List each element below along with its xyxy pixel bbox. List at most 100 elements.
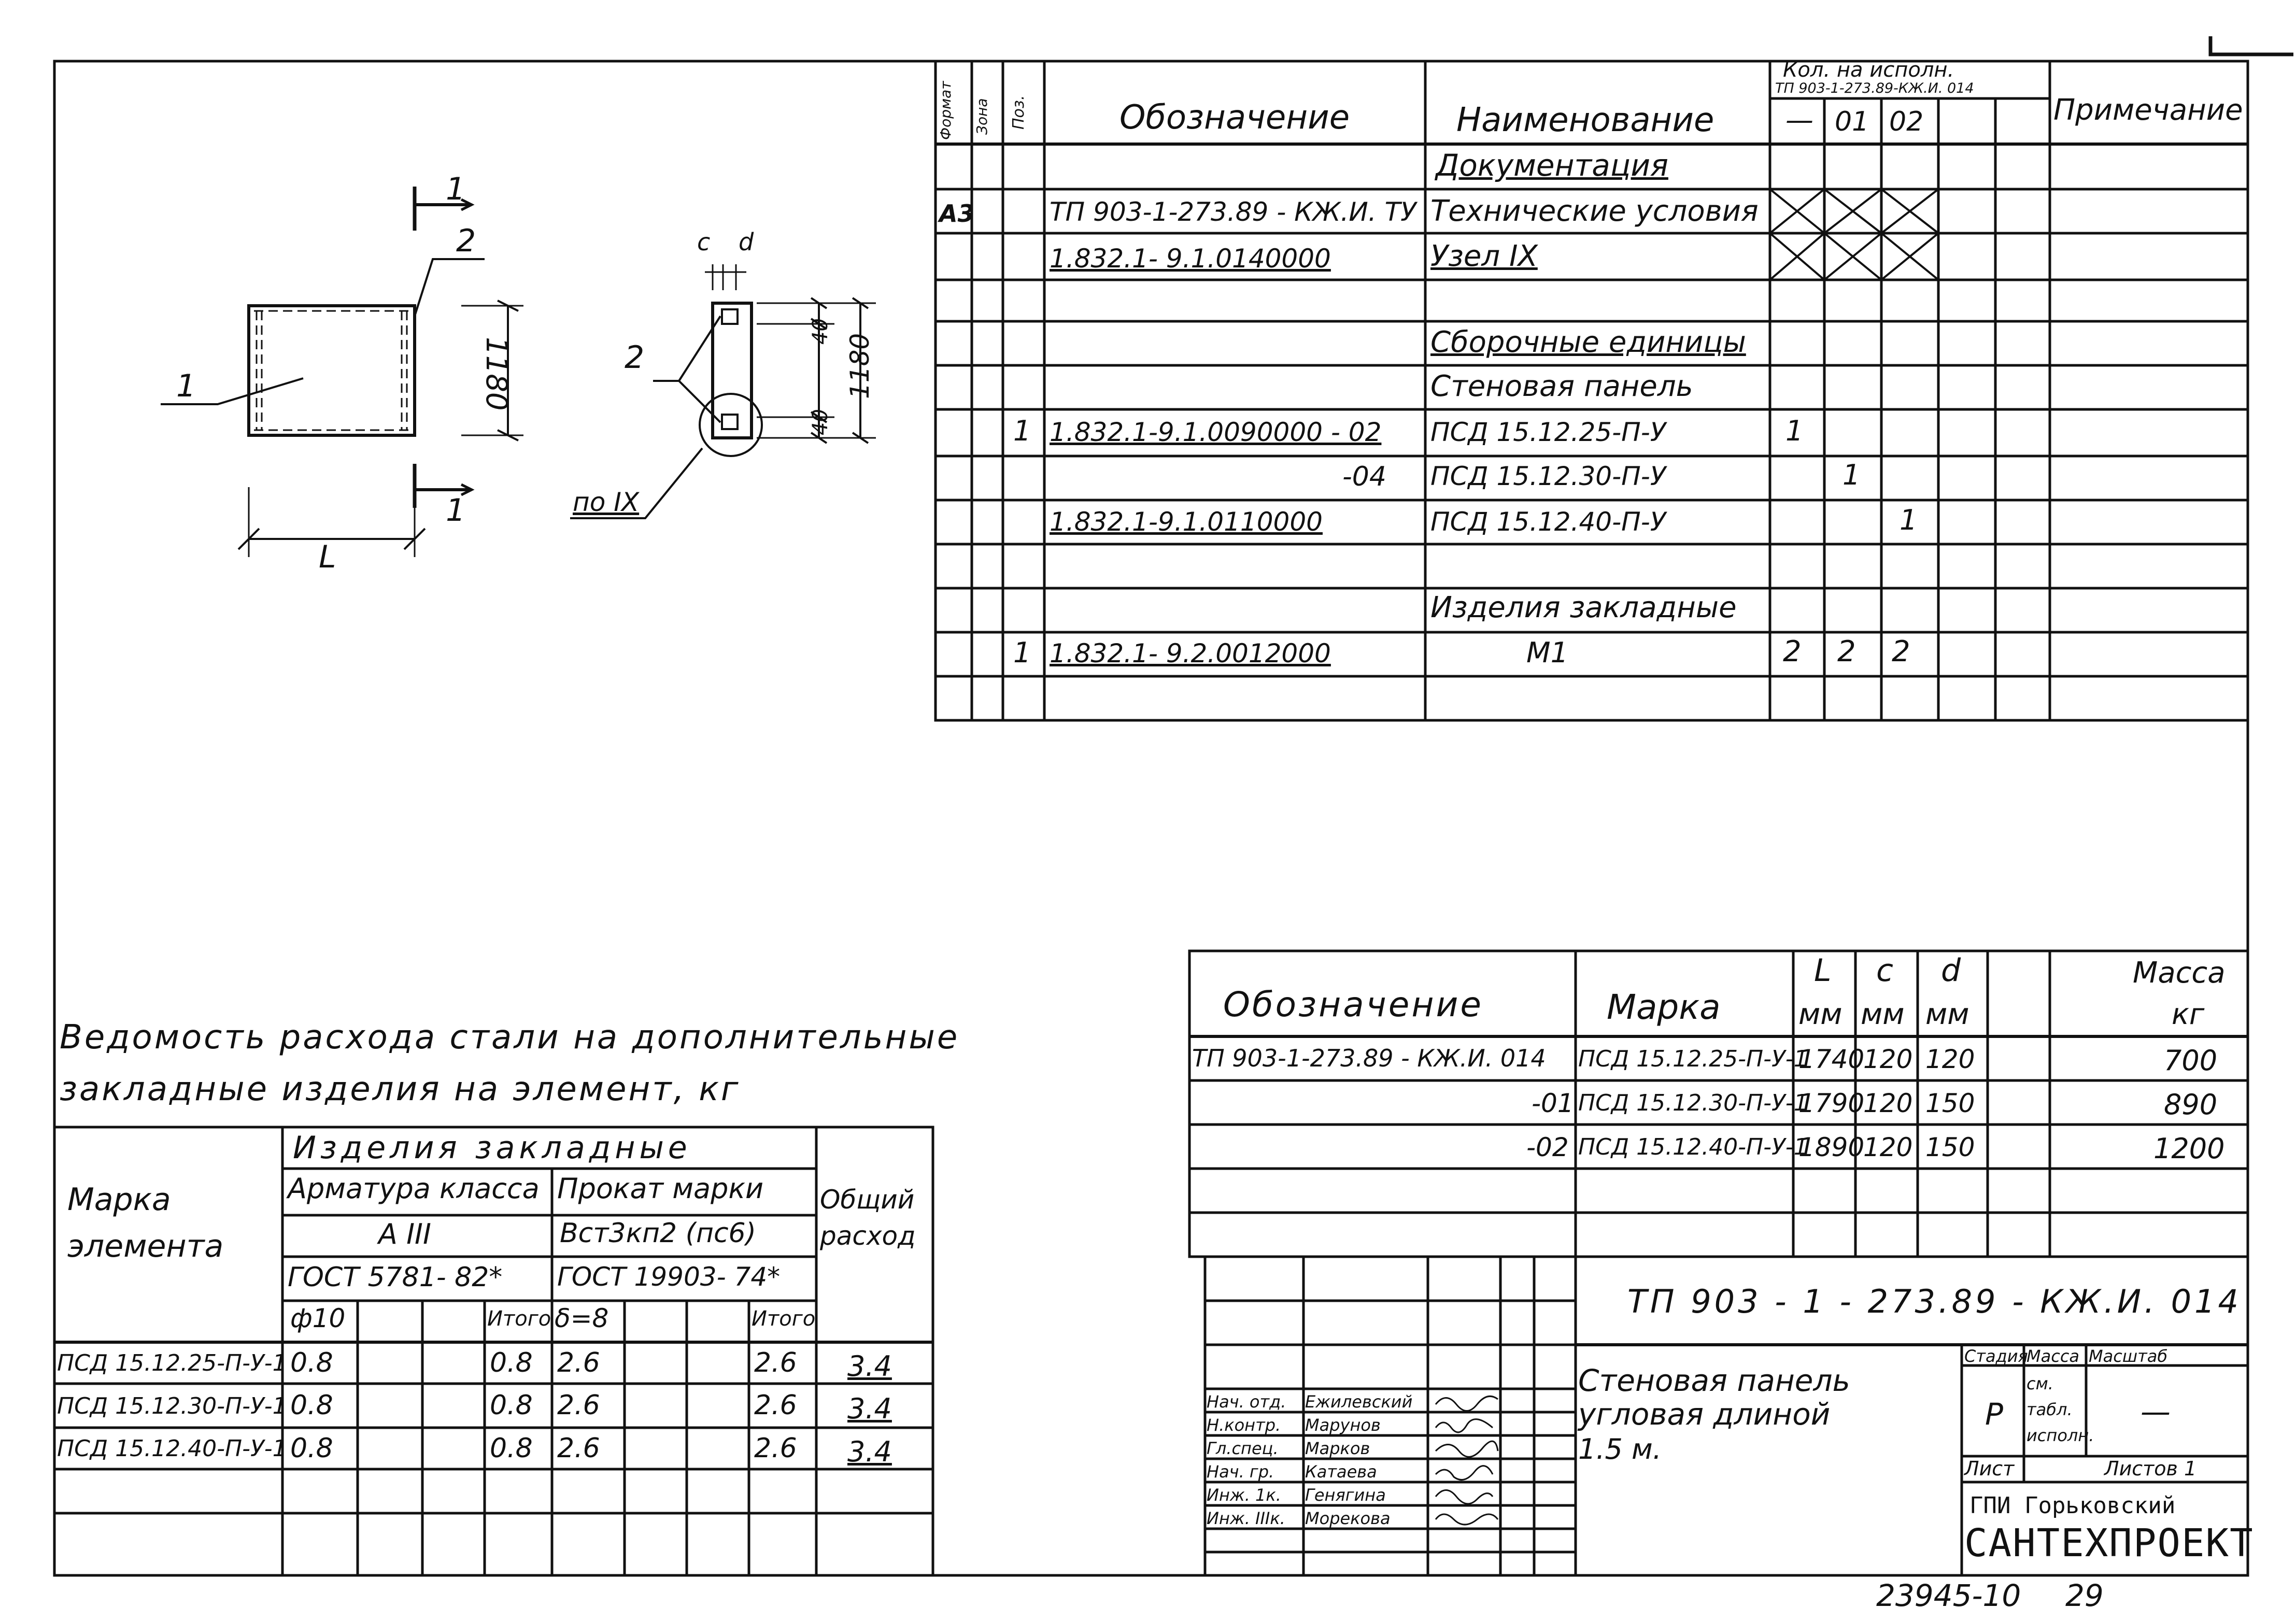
steel-row-1-delta: 2.6 bbox=[557, 1390, 600, 1421]
dim-length: L bbox=[319, 539, 336, 575]
steel-row-2-itogo2: 2.6 bbox=[754, 1433, 797, 1464]
section-mark-bottom: 1 bbox=[446, 492, 466, 529]
steel-row-0-phi10: 0.8 bbox=[290, 1347, 333, 1378]
steel-h-rolled-gost: ГОСТ 19903- 74* bbox=[557, 1262, 781, 1292]
spec-row-1-name: Технические условия bbox=[1430, 194, 1759, 228]
spec-row-4-name: Сборочные единицы bbox=[1430, 325, 1746, 359]
params-row-0-d: 120 bbox=[1925, 1044, 1975, 1074]
spec-row-1-format: А3 bbox=[939, 200, 974, 227]
spec-row-2-designation: 1.832.1- 9.1.0140000 bbox=[1050, 244, 1331, 274]
dim-height-front: 1180 bbox=[479, 337, 513, 411]
params-row-0-mass: 700 bbox=[2164, 1044, 2218, 1077]
signer-3-name: Катаева bbox=[1305, 1462, 1377, 1482]
steel-row-2-mark: ПСД 15.12.40-П-У-1 bbox=[57, 1435, 287, 1462]
spec-row-6-designation: 1.832.1-9.1.0090000 - 02 bbox=[1050, 417, 1382, 447]
spec-header-zone: Зона bbox=[973, 98, 990, 135]
steel-h-total: Общий расход bbox=[820, 1185, 916, 1251]
mass-value: см. табл. исполн. bbox=[2026, 1374, 2094, 1445]
spec-header-format: Формат bbox=[937, 81, 954, 140]
spec-row-11-q1: 2 bbox=[1837, 635, 1856, 668]
params-row-0-designation: ТП 903-1-273.89 - КЖ.И. 014 bbox=[1192, 1044, 1546, 1072]
spec-row-8-designation: 1.832.1-9.1.0110000 bbox=[1050, 507, 1323, 537]
steel-table-frame bbox=[53, 1126, 934, 1577]
signer-3-role: Нач. гр. bbox=[1207, 1462, 1274, 1482]
stage-header: Стадия bbox=[1964, 1346, 2028, 1366]
params-row-1-L: 1790 bbox=[1798, 1088, 1865, 1118]
spec-row-1-designation: ТП 903-1-273.89 - КЖ.И. ТУ bbox=[1050, 197, 1416, 227]
steel-h-phi10: ф10 bbox=[290, 1303, 346, 1333]
spec-row-8-name: ПСД 15.12.40-П-У bbox=[1430, 507, 1666, 537]
steel-row-1-itogo1: 0.8 bbox=[490, 1390, 533, 1421]
steel-h-itogo2: Итого bbox=[752, 1307, 816, 1331]
section-outline bbox=[711, 302, 753, 439]
scale-value: — bbox=[2141, 1394, 2171, 1429]
params-row-1-designation: -01 bbox=[1532, 1088, 1574, 1118]
steel-title-line1: Ведомость расхода стали на дополнительны… bbox=[60, 1018, 960, 1057]
org-line1: ГПИ Горьковский bbox=[1969, 1492, 2176, 1519]
spec-row-5-name: Стеновая панель bbox=[1430, 369, 1693, 403]
steel-title-line2: закладные изделия на элемент, кг bbox=[60, 1070, 741, 1108]
scale-header: Масштаб bbox=[2089, 1346, 2168, 1366]
title-line1: Стеновая панель bbox=[1578, 1363, 1850, 1398]
signer-1-role: Н.контр. bbox=[1207, 1415, 1281, 1435]
steel-row-2-delta: 2.6 bbox=[557, 1433, 600, 1464]
title-line3: 1.5 м. bbox=[1578, 1433, 1662, 1466]
title-line2: угловая длиной bbox=[1578, 1397, 1831, 1432]
params-row-2-d: 150 bbox=[1925, 1132, 1975, 1162]
spec-row-2-name: Узел IX bbox=[1430, 239, 1538, 273]
steel-row-2-phi10: 0.8 bbox=[290, 1433, 333, 1464]
steel-h-delta: δ=8 bbox=[555, 1303, 609, 1333]
params-h-mark: Марка bbox=[1607, 987, 1721, 1027]
spec-row-7-designation: -04 bbox=[1342, 461, 1386, 492]
params-h-designation: Обозначение bbox=[1223, 985, 1483, 1025]
spec-row-11-pos: 1 bbox=[1013, 636, 1031, 669]
params-row-0-c: 120 bbox=[1863, 1044, 1913, 1074]
dim-40-bottom: 40 bbox=[809, 409, 832, 435]
params-row-1-mark: ПСД 15.12.30-П-У-1 bbox=[1578, 1090, 1808, 1116]
steel-row-2-itogo1: 0.8 bbox=[490, 1433, 533, 1464]
spec-row-6-q0: 1 bbox=[1785, 415, 1804, 447]
params-row-2-mass: 1200 bbox=[2153, 1132, 2225, 1165]
spec-row-8-q2: 1 bbox=[1900, 504, 1918, 536]
node-ref: по IX bbox=[573, 487, 640, 517]
spec-qty-col-0: — bbox=[1785, 104, 1813, 136]
steel-row-1-mark: ПСД 15.12.30-П-У-1 bbox=[57, 1393, 287, 1419]
spec-row-0-name: Документация bbox=[1436, 148, 1668, 183]
params-h-d-unit: мм bbox=[1925, 998, 1969, 1031]
spec-qty-col-1: 01 bbox=[1835, 106, 1869, 137]
spec-row-11-name: М1 bbox=[1526, 636, 1568, 669]
signer-5-role: Инж. IIIк. bbox=[1207, 1509, 1285, 1528]
steel-row-0-delta: 2.6 bbox=[557, 1347, 600, 1378]
params-row-2-designation: -02 bbox=[1526, 1132, 1569, 1162]
spec-header-qty-title: Кол. на исполн. bbox=[1783, 58, 1954, 82]
steel-row-0-itogo1: 0.8 bbox=[490, 1347, 533, 1378]
signer-0-name: Ежилевский bbox=[1305, 1392, 1413, 1412]
params-h-mass: Масса bbox=[2133, 956, 2226, 990]
spec-qty-col-2: 02 bbox=[1889, 106, 1924, 137]
params-h-kg: кг bbox=[2172, 998, 2205, 1031]
label-d: d bbox=[739, 228, 754, 256]
params-row-2-L: 1890 bbox=[1798, 1132, 1865, 1162]
signer-5-name: Морекова bbox=[1305, 1509, 1391, 1528]
signer-4-name: Генягина bbox=[1305, 1485, 1386, 1505]
org-line2: САНТЕХПРОЕКТ bbox=[1964, 1521, 2254, 1566]
pos-2-label-front: 2 bbox=[456, 223, 476, 259]
steel-row-1-total: 3.4 bbox=[847, 1392, 892, 1425]
spec-row-7-q1: 1 bbox=[1843, 459, 1861, 491]
signer-4-role: Инж. 1к. bbox=[1207, 1485, 1281, 1505]
params-row-1-c: 120 bbox=[1863, 1088, 1913, 1118]
spec-row-11-q0: 2 bbox=[1783, 635, 1802, 668]
stage-value: Р bbox=[1985, 1397, 2003, 1432]
pos-1-label: 1 bbox=[176, 368, 196, 404]
steel-h-rebar-class: А III bbox=[378, 1218, 431, 1250]
spec-table-frame bbox=[934, 60, 2249, 722]
panel-outline bbox=[247, 304, 416, 437]
steel-h-items: Изделия закладные bbox=[293, 1130, 691, 1166]
steel-row-1-phi10: 0.8 bbox=[290, 1390, 333, 1421]
steel-row-0-itogo2: 2.6 bbox=[754, 1347, 797, 1378]
mass-header: Масса bbox=[2026, 1346, 2080, 1366]
params-row-2-c: 120 bbox=[1863, 1132, 1913, 1162]
signer-2-role: Гл.спец. bbox=[1207, 1439, 1279, 1458]
steel-h-rebar-gost: ГОСТ 5781- 82* bbox=[288, 1262, 503, 1293]
spec-row-7-name: ПСД 15.12.30-П-У bbox=[1430, 461, 1666, 491]
